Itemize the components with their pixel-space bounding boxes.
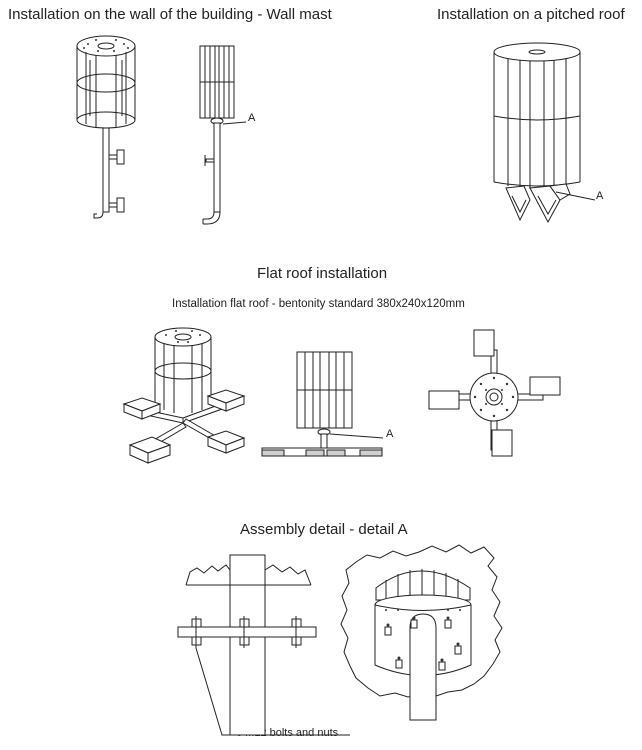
assembly-detail-title: Assembly detail - detail A — [240, 521, 408, 538]
flat-roof-title: Flat roof installation — [257, 265, 388, 282]
flat-roof-top-drawing — [428, 329, 561, 457]
wall-mast-side-drawing — [199, 45, 247, 225]
assembly-section-drawing — [177, 554, 350, 736]
wall-mast-title: Installation on the wall of the building… — [8, 6, 332, 23]
pitched-roof-title: Installation on a pitched roof — [437, 6, 625, 23]
flat-roof-subtitle: Installation flat roof - bentonity stand… — [172, 298, 465, 310]
pitched-roof-detail-marker: A — [596, 190, 604, 202]
wall-mast-detail-marker: A — [248, 112, 256, 124]
pitched-roof-drawing — [493, 42, 596, 224]
wall-mast-isometric-drawing — [76, 35, 136, 219]
assembly-3d-drawing — [340, 544, 503, 721]
flat-roof-side-drawing — [261, 351, 384, 457]
flat-roof-detail-marker: A — [386, 428, 394, 440]
flat-roof-isometric-drawing — [122, 327, 246, 464]
